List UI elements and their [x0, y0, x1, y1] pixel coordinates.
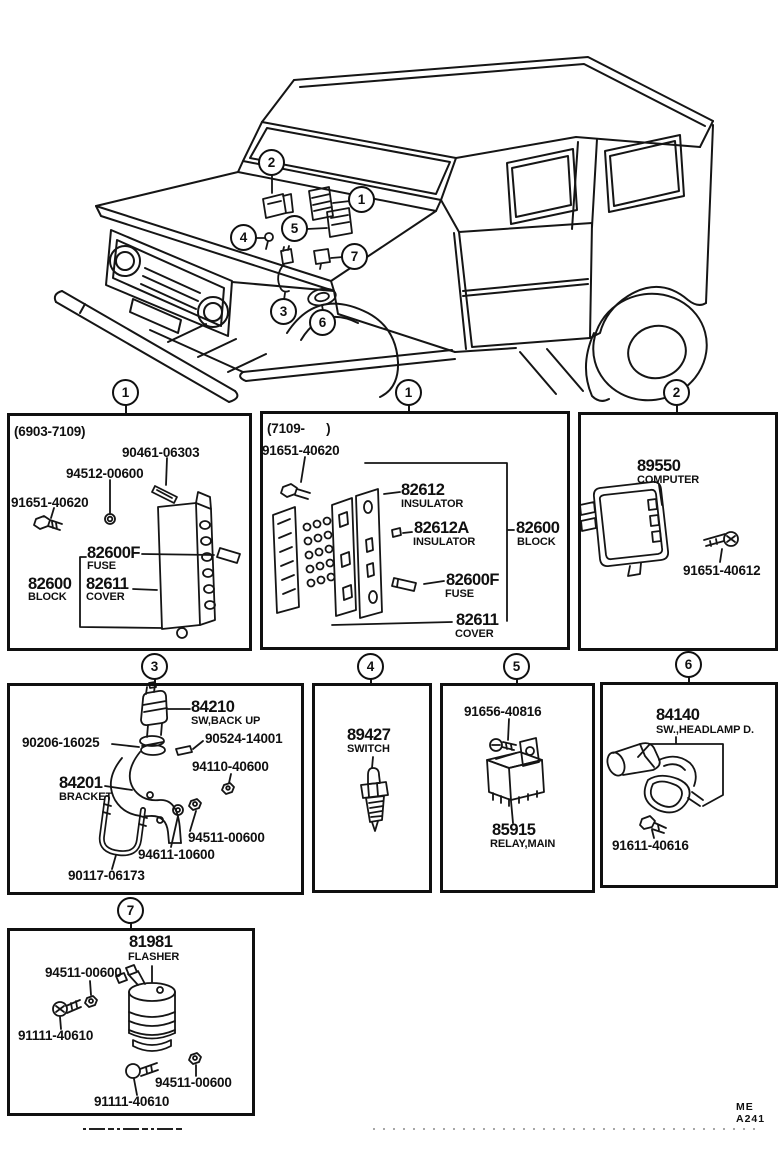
- part-name-insulator: INSULATOR: [413, 536, 476, 548]
- callout-4-vehicle: 4: [230, 224, 257, 251]
- part-number-94511-00600: 94511-00600: [188, 830, 265, 845]
- page-code: ME A241: [736, 1101, 766, 1125]
- part-number-84140: 84140: [656, 706, 700, 724]
- part-number-90206-16025: 90206-16025: [22, 735, 100, 750]
- callout-2-vehicle: 2: [258, 149, 285, 176]
- callout-5-vehicle: 5: [281, 215, 308, 242]
- callout-2-panel: 2: [663, 379, 690, 406]
- part-number-91111-40610: 91111-40610: [18, 1028, 94, 1043]
- panel-fuse-block-late: [260, 411, 570, 650]
- part-number-89550: 89550: [637, 457, 681, 475]
- part-number-82612: 82612: [401, 481, 445, 499]
- part-number-82600f: 82600F: [446, 571, 499, 589]
- part-name-computer: COMPUTER: [637, 474, 700, 486]
- part-name-sw-headlamp-dimmer: SW.,HEADLAMP D.: [656, 724, 754, 736]
- vehicle-callout-parts: [255, 175, 353, 312]
- part-number-90117-06173: 90117-06173: [68, 868, 145, 883]
- part-number-91651-40612: 91651-40612: [683, 563, 761, 578]
- part-name-fuse: FUSE: [445, 588, 474, 600]
- callout-7-vehicle: 7: [341, 243, 368, 270]
- panel-switch: [312, 683, 432, 893]
- callout-4-panel: 4: [357, 653, 384, 680]
- part-number-91651-40620: 91651-40620: [262, 443, 340, 458]
- part-number-91651-40620: 91651-40620: [11, 495, 89, 510]
- part-number-94512-00600: 94512-00600: [66, 466, 144, 481]
- callout-7-panel: 7: [117, 897, 144, 924]
- computer-sketch: [579, 480, 739, 577]
- switch-sketch: [360, 756, 389, 832]
- part-name-sw-back-up: SW,BACK UP: [191, 715, 261, 727]
- part-number-94511-00600: 94511-00600: [155, 1075, 232, 1090]
- part-number-91611-40616: 91611-40616: [612, 838, 689, 853]
- part-number-91656-40816: 91656-40816: [464, 704, 542, 719]
- part-name-switch: SWITCH: [347, 743, 390, 755]
- part-number-90461-06303: 90461-06303: [122, 445, 200, 460]
- part-number-90524-14001: 90524-14001: [205, 731, 283, 746]
- part-number-94511-00600: 94511-00600: [45, 965, 122, 980]
- part-number-94110-40600: 94110-40600: [192, 759, 269, 774]
- panel-late-date-range: (7109- ): [267, 421, 331, 436]
- panel-fuse-block-early: [7, 413, 252, 651]
- part-number-89427: 89427: [347, 726, 391, 744]
- part-number-82600f: 82600F: [87, 544, 140, 562]
- part-name-insulator: INSULATOR: [401, 498, 464, 510]
- part-name-cover: COVER: [455, 628, 494, 640]
- part-number-82612a: 82612A: [414, 519, 469, 537]
- fuse-block-late-sketch: [272, 456, 515, 626]
- callout-6-panel: 6: [675, 651, 702, 678]
- part-name-cover: COVER: [86, 591, 125, 603]
- part-number-85915: 85915: [492, 821, 536, 839]
- fuse-block-early-sketch: [33, 457, 241, 639]
- callout-1-panel-early: 1: [112, 379, 139, 406]
- part-number-82611: 82611: [456, 611, 499, 629]
- part-name-flasher: FLASHER: [128, 951, 180, 963]
- backup-switch-sketch: [98, 681, 235, 870]
- part-number-82600: 82600: [28, 575, 72, 593]
- part-number-82611: 82611: [86, 575, 129, 593]
- headlamp-switch-sketch: [606, 736, 724, 839]
- callout-6-vehicle: 6: [309, 309, 336, 336]
- part-number-84201: 84201: [59, 774, 103, 792]
- part-name-block: BLOCK: [28, 591, 67, 603]
- panel-computer: [578, 412, 778, 651]
- callout-3-panel: 3: [141, 653, 168, 680]
- callout-1-vehicle: 1: [348, 186, 375, 213]
- part-number-94611-10600: 94611-10600: [138, 847, 215, 862]
- part-number-84210: 84210: [191, 698, 235, 716]
- part-name-relay-main: RELAY,MAIN: [490, 838, 556, 850]
- callout-3-vehicle: 3: [270, 298, 297, 325]
- part-name-bracket: BRACKET: [59, 791, 113, 803]
- vehicle-line-art: [53, 56, 714, 403]
- flasher-sketch: [52, 964, 202, 1096]
- panel-flasher: [7, 928, 255, 1116]
- part-number-81981: 81981: [129, 933, 173, 951]
- panel-early-date-range: (6903-7109): [14, 424, 86, 439]
- panel-main-relay: [440, 683, 595, 893]
- panel-headlamp-switch: [600, 682, 778, 888]
- part-name-block: BLOCK: [517, 536, 556, 548]
- part-name-fuse: FUSE: [87, 560, 116, 572]
- relay-sketch: [486, 718, 545, 824]
- part-number-91111-40610: 91111-40610: [94, 1094, 170, 1109]
- panel-backup-switch: [7, 683, 304, 895]
- callout-1-panel-late: 1: [395, 379, 422, 406]
- part-number-82600: 82600: [516, 519, 560, 537]
- callout-5-panel: 5: [503, 653, 530, 680]
